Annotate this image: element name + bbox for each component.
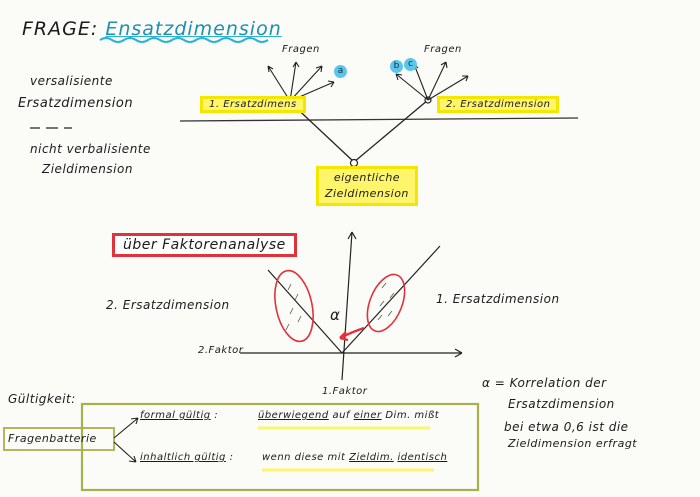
content-desc-word2: Zieldim.: [349, 452, 394, 463]
content-desc-word1: wenn diese mit: [262, 452, 346, 463]
box-target-line2: Zieldimension: [325, 187, 409, 200]
content-colon: :: [229, 452, 234, 463]
battery-box: [3, 427, 115, 451]
box-first-substitute-dimension: 1. Ersatzdimens: [200, 96, 306, 113]
label-nonverbal-1: nicht verbalisiente: [30, 142, 151, 156]
label-second-dimension: 2. Ersatzdimension: [106, 298, 230, 312]
formal-desc-word2: auf: [332, 410, 350, 421]
vector-right: [341, 245, 441, 354]
note-line4: Zieldimension erfragt: [508, 437, 638, 450]
label-nonverbal-2: Zieldimension: [42, 162, 133, 176]
branch-arrow-formal: [113, 417, 139, 439]
page-title: FRAGE: Ensatzdimension: [22, 18, 282, 40]
label-fragen-left: Fragen: [282, 44, 320, 55]
note-line2: Ersatzdimension: [508, 397, 615, 411]
bubble-b: b: [390, 60, 403, 73]
formal-desc-word4: Dim. mißt: [385, 410, 440, 421]
formal-validity-text: formal gültig: [140, 410, 211, 421]
content-validity-description: wenn diese mit Zieldim. identisch: [262, 452, 447, 463]
title-underline-wave: [99, 37, 269, 43]
angle-alpha: α: [330, 306, 341, 324]
cluster-ellipse-left: [274, 269, 314, 343]
branch-arrow-content: [113, 441, 137, 463]
formal-desc-word1: überwiegend: [258, 410, 329, 421]
formal-colon: :: [214, 410, 219, 421]
note-line1: α = Korrelation der: [482, 376, 607, 390]
angle-arc-arrow: [339, 326, 365, 342]
note-line3: bei etwa 0,6 ist die: [504, 420, 629, 434]
validity-frame: [80, 402, 480, 492]
content-validity-label: inhaltlich gültig :: [140, 452, 233, 463]
vector-left: [267, 269, 343, 354]
question-battery-label: Fragenbatterie: [8, 432, 97, 445]
separator-line: [179, 117, 579, 122]
formal-validity-description: überwiegend auf einer Dim. mißt: [258, 410, 439, 421]
label-fragen-right: Fragen: [424, 44, 462, 55]
title-subject: Ensatzdimension: [105, 18, 282, 40]
question-arrows-left: [267, 61, 335, 102]
label-verbal-2: Ersatzdimension: [18, 96, 134, 111]
box-target-dimension: eigentliche Zieldimension: [316, 166, 418, 206]
factor-analysis-box: über Faktorenanalyse: [112, 233, 297, 257]
axis-factor2: [240, 348, 463, 358]
label-axis-factor2: 2.Faktor: [198, 345, 244, 356]
content-validity-text: inhaltlich gültig: [140, 452, 226, 463]
label-axis-factor1: 1.Faktor: [322, 386, 368, 397]
title-main: FRAGE:: [22, 18, 99, 40]
label-first-dimension: 1. Ersatzdimension: [436, 292, 560, 306]
bubble-c: c: [404, 58, 417, 71]
content-desc-word3: identisch: [397, 452, 448, 463]
cluster-ellipse-right: [366, 273, 406, 333]
axis-factor1: [341, 231, 357, 381]
box-target-line1: eigentliche: [333, 171, 401, 184]
cluster-hatching: [285, 282, 395, 331]
validity-heading: Gültigkeit:: [8, 392, 76, 406]
formal-desc-word3: einer: [353, 410, 382, 421]
v-right-arm: [353, 99, 429, 163]
formal-validity-label: formal gültig :: [140, 410, 218, 421]
bubble-a: a: [334, 65, 347, 78]
box-second-substitute-dimension: 2. Ersatzdimension: [437, 96, 560, 113]
label-verbal-1: versalisiente: [30, 74, 113, 88]
